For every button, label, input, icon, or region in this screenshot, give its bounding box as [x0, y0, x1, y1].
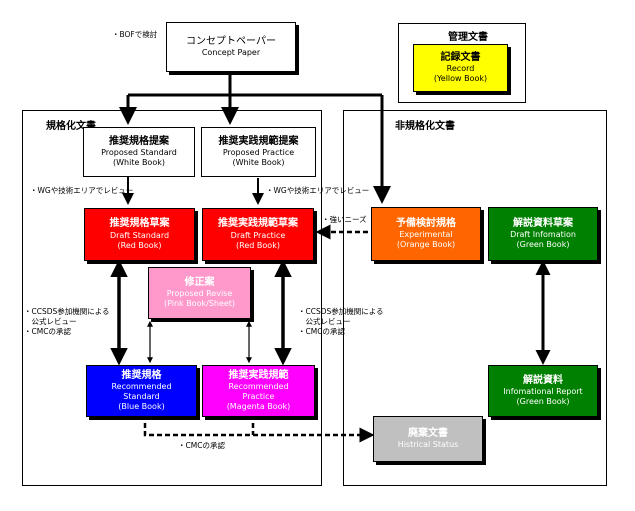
- informational-report-jp: 解説資料: [523, 374, 563, 386]
- proposed-revise-box: 修正案 Proposed Revise (Pink Book/Sheet): [148, 267, 251, 319]
- draft-practice-en: Draft Practice: [230, 230, 286, 240]
- draft-standard-jp: 推奨規格草案: [109, 218, 170, 230]
- informational-report-color: (Green Book): [516, 397, 570, 407]
- informational-report-box: 解説資料 Infomational Report (Green Book): [488, 365, 598, 417]
- review-right-line-2: 公式レビュー: [298, 317, 351, 327]
- experimental-box: 予備検討規格 Experimental (Orange Book): [371, 207, 481, 261]
- recommended-standard-color: (Blue Book): [118, 402, 165, 412]
- concept-paper-en: Concept Paper: [201, 48, 261, 58]
- record-en: Record: [446, 64, 475, 74]
- experimental-color: (Orange Book): [396, 240, 456, 250]
- experimental-jp: 予備検討規格: [396, 217, 456, 229]
- draft-informational-color: (Green Book): [516, 240, 570, 250]
- proposed-practice-en: Proposed Practice: [222, 148, 295, 158]
- experimental-en: Experimental: [399, 230, 453, 240]
- management-doc-title: 管理文書: [448, 32, 488, 43]
- recommended-standard-en1: Recommended: [111, 382, 172, 392]
- non-standardization-region-title: 非規格化文書: [395, 121, 455, 132]
- recommended-to-historical-arrow: [143, 415, 375, 443]
- cmc-approval-bottom-note: ・CMCの承認: [178, 441, 225, 450]
- draft-informational-jp: 解説資料草案: [513, 217, 573, 229]
- concept-paper-jp: コンセプトペーパー: [186, 35, 276, 47]
- recommended-practice-en1: Recommended: [228, 382, 289, 392]
- draft-informational-box: 解説資料草案 Draft Infomation (Green Book): [488, 207, 598, 261]
- draft-practice-color: (Red Book): [236, 240, 280, 250]
- proposed-practice-color: (White Book): [232, 158, 285, 168]
- historical-en: Histrical Status: [397, 440, 459, 450]
- recommended-standard-box: 推奨規格 Recommended Standard (Blue Book): [86, 365, 197, 417]
- draft-standard-en: Draft Standard: [109, 230, 170, 240]
- review-left-line-3: ・CMCの承認: [24, 327, 71, 337]
- standardization-region-title: 規格化文書: [46, 121, 96, 132]
- wg-review-left-note: ・WGや技術エリアでレビュー: [30, 186, 134, 195]
- proposed-practice-jp: 推奨実践規範提案: [218, 135, 299, 147]
- review-right-note: ・CCSDS参加機関による 公式レビュー ・CMCの承認: [298, 307, 384, 337]
- record-color: (Yellow Book): [433, 74, 488, 84]
- recommended-standard-en2: Standard: [123, 392, 160, 402]
- bof-note: ・BOFで検討: [112, 30, 158, 39]
- proposed-standard-en: Proposed Standard: [101, 148, 177, 158]
- draft-standard-box: 推奨規格草案 Draft Standard (Red Book): [84, 208, 195, 261]
- historical-box: 廃棄文書 Histrical Status: [373, 416, 483, 462]
- draft-informational-en: Draft Infomation: [510, 230, 576, 240]
- proposed-standard-box: 推奨規格提案 Proposed Standard (White Book): [83, 127, 195, 177]
- review-right-line-3: ・CMCの承認: [298, 327, 345, 337]
- proposed-revise-color: (Pink Book/Sheet): [163, 299, 236, 309]
- recommended-standard-jp: 推奨規格: [121, 369, 162, 381]
- informational-report-en: Infomational Report: [503, 387, 583, 397]
- wg-review-right-note: ・WGや技術エリアでレビュー: [266, 186, 370, 195]
- concept-paper-box: コンセプトペーパー Concept Paper: [166, 22, 296, 72]
- record-box: 記録文書 Record (Yellow Book): [413, 44, 508, 92]
- proposed-standard-color: (White Book): [113, 158, 165, 168]
- review-right-line-1: ・CCSDS参加機関による: [298, 307, 384, 316]
- draft-practice-box: 推奨実践規範草案 Draft Practice (Red Book): [202, 208, 314, 261]
- recommended-practice-en2: Practice: [242, 392, 275, 402]
- draft-practice-jp: 推奨実践規範草案: [218, 218, 298, 230]
- record-jp: 記録文書: [440, 51, 481, 63]
- recommended-practice-color: (Magenta Book): [226, 402, 291, 412]
- draft-standard-color: (Red Book): [117, 240, 162, 250]
- historical-jp: 廃棄文書: [408, 427, 448, 439]
- proposed-standard-jp: 推奨規格提案: [109, 135, 169, 147]
- review-left-line-1: ・CCSDS参加機関による: [24, 307, 110, 316]
- proposed-practice-box: 推奨実践規範提案 Proposed Practice (White Book): [201, 127, 316, 177]
- proposed-revise-jp: 修正案: [184, 276, 215, 288]
- review-left-note: ・CCSDS参加機関による 公式レビュー ・CMCの承認: [24, 307, 110, 337]
- recommended-practice-jp: 推奨実践規範: [228, 369, 289, 381]
- review-left-line-2: 公式レビュー: [24, 317, 77, 327]
- proposed-revise-en: Proposed Revise: [166, 289, 233, 299]
- recommended-practice-box: 推奨実践規範 Recommended Practice (Magenta Boo…: [202, 365, 315, 417]
- strong-needs-note: ・強いニーズ: [322, 215, 367, 224]
